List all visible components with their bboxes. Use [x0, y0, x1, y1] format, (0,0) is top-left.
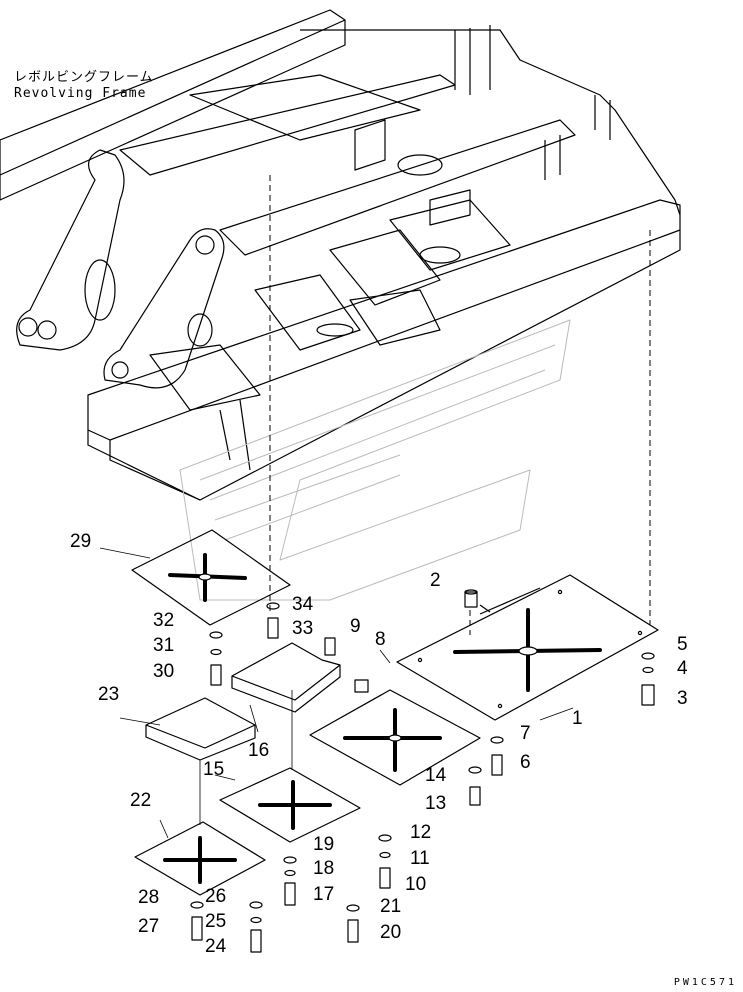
revolving-frame — [0, 9, 681, 501]
callout-labels: 1 2 3 4 5 6 7 8 9 10 11 12 13 14 15 16 1… — [70, 531, 688, 957]
callout-12: 12 — [410, 822, 431, 843]
block-23 — [145, 697, 256, 761]
callout-32: 32 — [153, 610, 174, 631]
callout-13: 13 — [425, 793, 446, 814]
callout-29: 29 — [70, 531, 91, 552]
bolt-2 — [464, 589, 491, 613]
callout-17: 17 — [313, 884, 334, 905]
callout-30: 30 — [153, 661, 174, 682]
watermark-logo — [179, 319, 571, 601]
callout-33: 33 — [292, 618, 313, 639]
callout-14: 14 — [425, 765, 447, 786]
callout-11: 11 — [410, 848, 430, 869]
callout-21: 21 — [380, 896, 401, 917]
plate-15 — [219, 767, 361, 843]
frame-label-english: Revolving Frame — [14, 86, 147, 101]
callout-3: 3 — [677, 688, 688, 709]
block-16 — [231, 642, 341, 713]
callout-6: 6 — [520, 752, 531, 773]
callout-22: 22 — [130, 790, 151, 811]
callout-8: 8 — [375, 629, 386, 650]
callout-20: 20 — [380, 922, 401, 943]
callout-24: 24 — [205, 936, 227, 957]
plate-8 — [309, 679, 481, 786]
callout-19: 19 — [313, 834, 334, 855]
plate-29 — [131, 529, 291, 626]
plate-22 — [134, 821, 266, 896]
callout-23: 23 — [98, 684, 119, 705]
callout-9: 9 — [350, 616, 361, 637]
callout-27: 27 — [138, 916, 159, 937]
plate-1 — [396, 574, 659, 721]
fasteners — [190, 602, 655, 953]
callout-15: 15 — [203, 759, 224, 780]
leader-lines — [99, 547, 574, 839]
callout-16: 16 — [248, 740, 269, 761]
callout-25: 25 — [205, 911, 226, 932]
callout-10: 10 — [405, 874, 426, 895]
callout-1: 1 — [572, 708, 583, 729]
callout-5: 5 — [677, 634, 688, 655]
callout-26: 26 — [205, 886, 226, 907]
callout-31: 31 — [153, 635, 174, 656]
callout-2: 2 — [430, 570, 441, 591]
callout-7: 7 — [520, 723, 531, 744]
callout-18: 18 — [313, 858, 334, 879]
drawing-code: PW1C571 — [673, 977, 737, 988]
callout-34: 34 — [292, 594, 314, 615]
frame-label-japanese: レボルビングフレーム — [14, 70, 154, 85]
callout-28: 28 — [138, 887, 159, 908]
callout-4: 4 — [677, 658, 688, 679]
